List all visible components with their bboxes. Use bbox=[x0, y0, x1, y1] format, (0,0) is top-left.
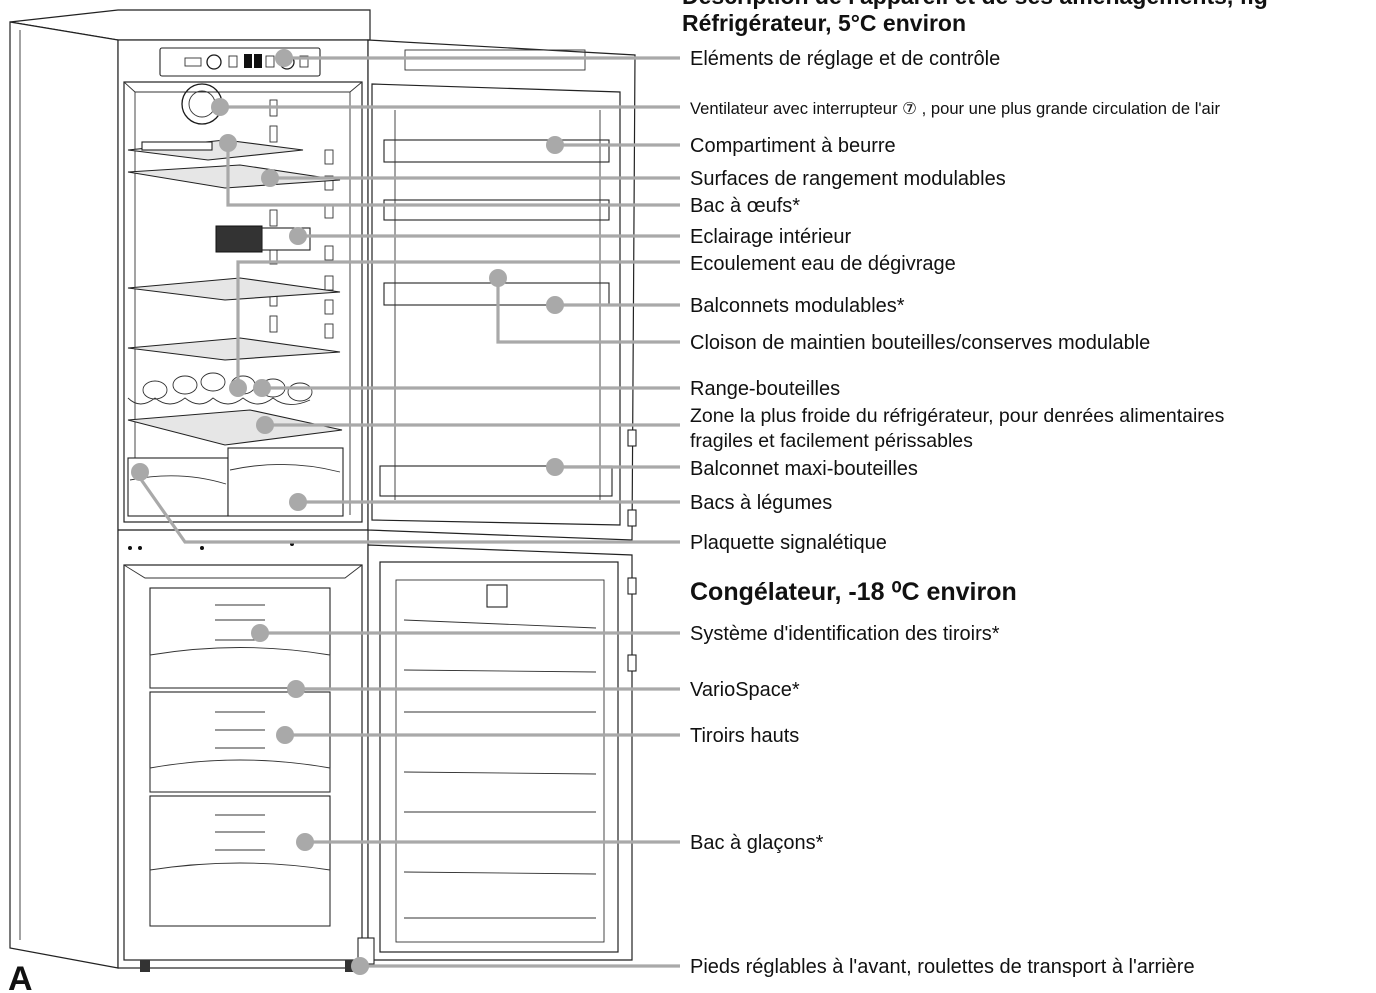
callout-cold-zone-line1: Zone la plus froide du réfrigérateur, po… bbox=[690, 405, 1225, 427]
cabinet-side-panel bbox=[9, 21, 119, 969]
callout-labels: Eléments de réglage et de contrôle Venti… bbox=[690, 48, 1225, 978]
appliance-drawing bbox=[9, 9, 637, 972]
callout-shelves: Surfaces de rangement modulables bbox=[690, 168, 1006, 190]
callout-bottle-rack: Range-bouteilles bbox=[690, 378, 840, 400]
callout-variospace: VarioSpace* bbox=[690, 679, 800, 701]
callout-feet: Pieds réglables à l'avant, roulettes de … bbox=[690, 956, 1195, 978]
freezer-door bbox=[357, 544, 637, 965]
callout-drain: Ecoulement eau de dégivrage bbox=[690, 253, 956, 275]
callout-light: Eclairage intérieur bbox=[690, 226, 852, 248]
crisper-right bbox=[227, 447, 344, 517]
control-panel bbox=[159, 47, 321, 77]
callout-butter: Compartiment à beurre bbox=[690, 135, 896, 157]
fridge-door bbox=[367, 39, 637, 541]
callout-tall-drawers: Tiroirs hauts bbox=[690, 725, 799, 747]
callout-rating-plate: Plaquette signalétique bbox=[690, 532, 887, 554]
fridge-shelf bbox=[127, 277, 341, 301]
callout-fan: Ventilateur avec interrupteur ⑦ , pour u… bbox=[690, 99, 1220, 118]
freezer-drawer bbox=[149, 587, 331, 689]
fridge-shelf bbox=[127, 337, 341, 361]
fridge-shelf bbox=[127, 164, 341, 189]
interior-light bbox=[215, 225, 263, 253]
header-top-partial: Description de l'appareil et de ses amén… bbox=[682, 0, 1268, 9]
callout-maxi-rack: Balconnet maxi-bouteilles bbox=[690, 458, 918, 480]
callout-cold-zone-line2: fragiles et facilement périssables bbox=[690, 430, 973, 452]
figure-letter: A bbox=[8, 960, 33, 993]
callout-egg-tray: Bac à œufs* bbox=[690, 195, 800, 217]
leader-lines bbox=[131, 49, 680, 975]
cold-zone-plate bbox=[127, 409, 343, 446]
fridge-title: Réfrigérateur, 5°C environ bbox=[682, 10, 966, 36]
callout-ice-tray: Bac à glaçons* bbox=[690, 832, 824, 854]
freezer-drawer bbox=[149, 795, 331, 927]
freezer-title: Congélateur, -18 ⁰C environ bbox=[690, 578, 1017, 606]
callout-crispers: Bacs à légumes bbox=[690, 492, 832, 514]
callout-bottle-divider: Cloison de maintien bouteilles/conserves… bbox=[690, 332, 1150, 354]
callout-drawer-id: Système d'identification des tiroirs* bbox=[690, 623, 1000, 645]
freezer-drawer bbox=[149, 691, 331, 793]
callout-controls: Eléments de réglage et de contrôle bbox=[690, 48, 1000, 70]
callout-door-racks: Balconnets modulables* bbox=[690, 295, 905, 317]
